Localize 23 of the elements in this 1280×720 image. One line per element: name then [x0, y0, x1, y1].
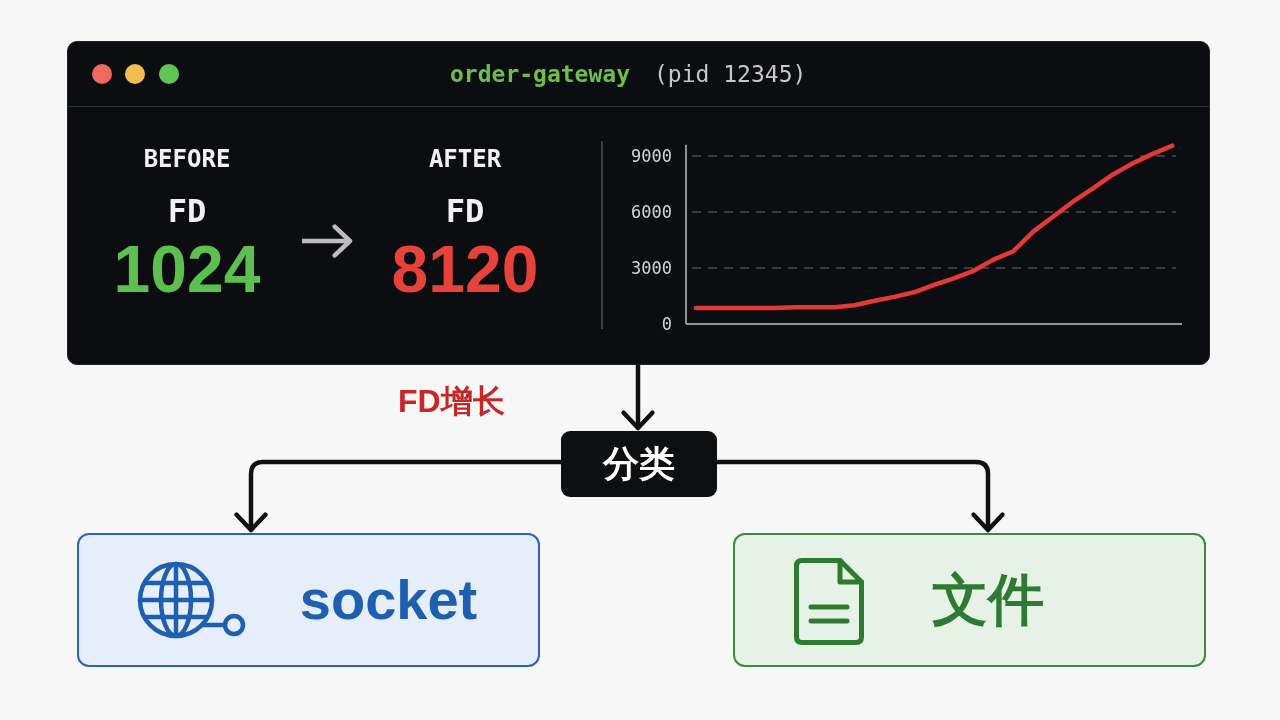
terminal-window [67, 41, 1210, 365]
axis-tick-label: 9000 [631, 146, 672, 166]
process-box [561, 431, 717, 497]
stat-heading: AFTER [428, 144, 502, 174]
axis-tick-label: 3000 [631, 258, 672, 278]
process-id: (pid 12345) [654, 60, 807, 89]
axis-tick-label: 0 [661, 314, 672, 334]
category-card [77, 533, 540, 667]
arrow [302, 224, 353, 258]
card-label: 文件 [931, 568, 1044, 632]
arrow [234, 459, 561, 533]
card-label: socket [299, 568, 478, 632]
arrow [717, 459, 1005, 533]
category-card [733, 533, 1206, 667]
arrow [621, 365, 655, 431]
metric-label: FD [445, 191, 485, 231]
metric-label: FD [167, 191, 207, 231]
stat-heading: BEFORE [143, 144, 231, 174]
step-label: 分类 [603, 442, 675, 486]
metric-value: 8120 [391, 233, 539, 305]
window-title: order-gateway [450, 60, 630, 89]
axis-tick-label: 6000 [631, 202, 672, 222]
metric-value: 1024 [113, 233, 261, 305]
